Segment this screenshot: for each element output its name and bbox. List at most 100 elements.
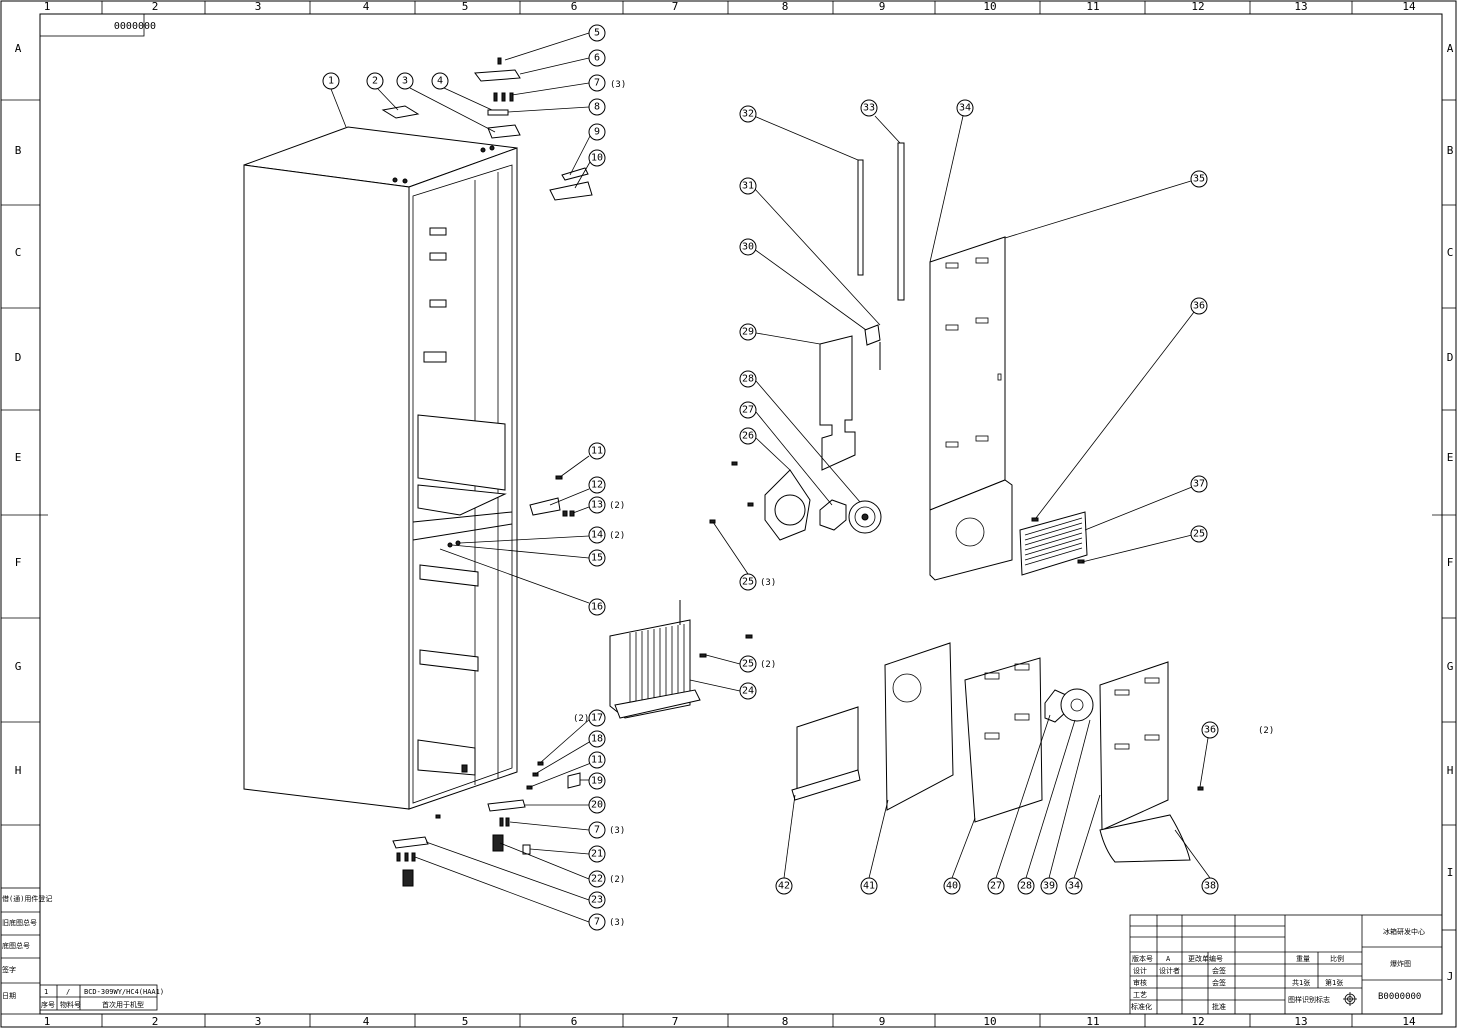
svg-text:13: 13	[591, 500, 603, 511]
col-label: 9	[879, 1015, 886, 1028]
callout-32: 32	[739, 105, 757, 123]
svg-text:22: 22	[591, 874, 603, 885]
row-label: A	[15, 42, 22, 55]
callout-37: 37	[1190, 475, 1208, 493]
callout-22: 22	[588, 870, 606, 888]
company-name: 冰箱研发中心	[1383, 927, 1425, 936]
svg-text:34: 34	[1068, 881, 1080, 892]
svg-text:40: 40	[946, 881, 958, 892]
callout-18: 18	[588, 730, 606, 748]
stamp-label: 日期	[2, 992, 16, 1000]
bom-table: 1 / BCD-309WY/HC4(HAA1) 序号 物料号 首次用于机型	[39, 984, 164, 1011]
col-label: 5	[462, 1015, 469, 1028]
col-label: 6	[571, 0, 578, 13]
svg-text:20: 20	[591, 800, 603, 811]
svg-text:7: 7	[594, 825, 600, 836]
callout-40: 40	[943, 877, 961, 895]
row-label: G	[1447, 660, 1454, 673]
qty-label: (2)	[609, 501, 625, 511]
row-label: C	[15, 246, 22, 259]
row-zones	[1, 99, 1456, 931]
tb-label: 工艺	[1133, 991, 1147, 999]
svg-text:3: 3	[402, 76, 408, 87]
callout-25c: 25	[1190, 525, 1208, 543]
freezer-duct-cover	[929, 236, 1039, 581]
svg-text:27: 27	[742, 405, 754, 416]
leader-lines	[330, 32, 1211, 923]
callout-23: 23	[588, 891, 606, 909]
bottom-hinge-parts	[392, 761, 581, 887]
title-block: 版本号 A 更改单编号 设计 设计者 会签 审核 会签 工艺 标准化 批准 重量…	[1129, 914, 1443, 1015]
duct-foam-and-seals	[819, 142, 905, 471]
svg-text:25: 25	[1193, 529, 1205, 540]
col-label: 3	[255, 1015, 262, 1028]
row-label: C	[1447, 246, 1454, 259]
svg-text:29: 29	[742, 327, 754, 338]
bom-header: 物料号	[60, 1000, 81, 1009]
svg-text:10: 10	[591, 153, 603, 164]
tb-label: 会签	[1212, 978, 1226, 987]
column-zones	[101, 1, 1353, 1027]
callout-3: 3	[396, 72, 414, 90]
row-label: F	[15, 556, 22, 569]
svg-text:31: 31	[742, 181, 754, 192]
svg-text:34: 34	[959, 103, 971, 114]
tb-label: 设计者	[1159, 966, 1180, 975]
col-label: 11	[1086, 1015, 1099, 1028]
svg-text:17: 17	[591, 713, 603, 724]
callout-31: 31	[739, 177, 757, 195]
col-label: 12	[1191, 0, 1204, 13]
tb-label: 批准	[1212, 1002, 1226, 1011]
svg-text:35: 35	[1193, 174, 1205, 185]
callout-6: 6	[588, 49, 606, 67]
row-label: E	[15, 451, 22, 464]
svg-text:28: 28	[1020, 881, 1032, 892]
qty-label: (2)	[609, 531, 625, 541]
callout-2: 2	[366, 72, 384, 90]
callout-27b: 27	[987, 877, 1005, 895]
qty-label: (2)	[760, 660, 776, 670]
tb-label: 标准化	[1131, 1002, 1152, 1011]
callout-15: 15	[588, 549, 606, 567]
svg-text:2: 2	[372, 76, 378, 87]
col-label: 9	[879, 0, 886, 13]
svg-text:30: 30	[742, 242, 754, 253]
callout-38: 38	[1201, 877, 1219, 895]
svg-text:24: 24	[742, 686, 754, 697]
inner-frame	[39, 13, 1443, 1015]
callout-21: 21	[588, 845, 606, 863]
callout-36: 36	[1190, 297, 1208, 315]
row-label: D	[1447, 351, 1454, 364]
row-label: H	[1447, 764, 1454, 777]
row-label: I	[1447, 866, 1454, 879]
callout-33: 33	[860, 99, 878, 117]
callout-10: 10	[588, 149, 606, 167]
svg-text:39: 39	[1043, 881, 1055, 892]
stamp-label: 借(通)用件登记	[2, 894, 52, 903]
callout-30: 30	[739, 238, 757, 256]
callout-39: 39	[1040, 877, 1058, 895]
svg-text:38: 38	[1204, 881, 1216, 892]
callout-7: 7	[588, 74, 606, 92]
bom-cell: /	[66, 988, 70, 996]
qty-label: (2)	[609, 875, 625, 885]
svg-text:27: 27	[990, 881, 1002, 892]
col-label: 3	[255, 0, 262, 13]
drawing-title: 爆炸图	[1390, 959, 1411, 968]
tb-label: 共1张	[1292, 978, 1310, 987]
svg-text:7: 7	[594, 917, 600, 928]
bom-cell: 1	[44, 988, 48, 996]
svg-text:41: 41	[863, 881, 875, 892]
qty-label: (3)	[609, 918, 625, 928]
col-label: 13	[1294, 1015, 1307, 1028]
col-label: 7	[672, 1015, 679, 1028]
col-label: 4	[363, 0, 370, 13]
row-label: F	[1447, 556, 1454, 569]
svg-text:28: 28	[742, 374, 754, 385]
callout-35: 35	[1190, 170, 1208, 188]
tb-label: 重量	[1296, 955, 1310, 963]
callout-16: 16	[588, 598, 606, 616]
bom-header: 首次用于机型	[102, 1000, 144, 1009]
tb-label: 审核	[1133, 978, 1147, 987]
